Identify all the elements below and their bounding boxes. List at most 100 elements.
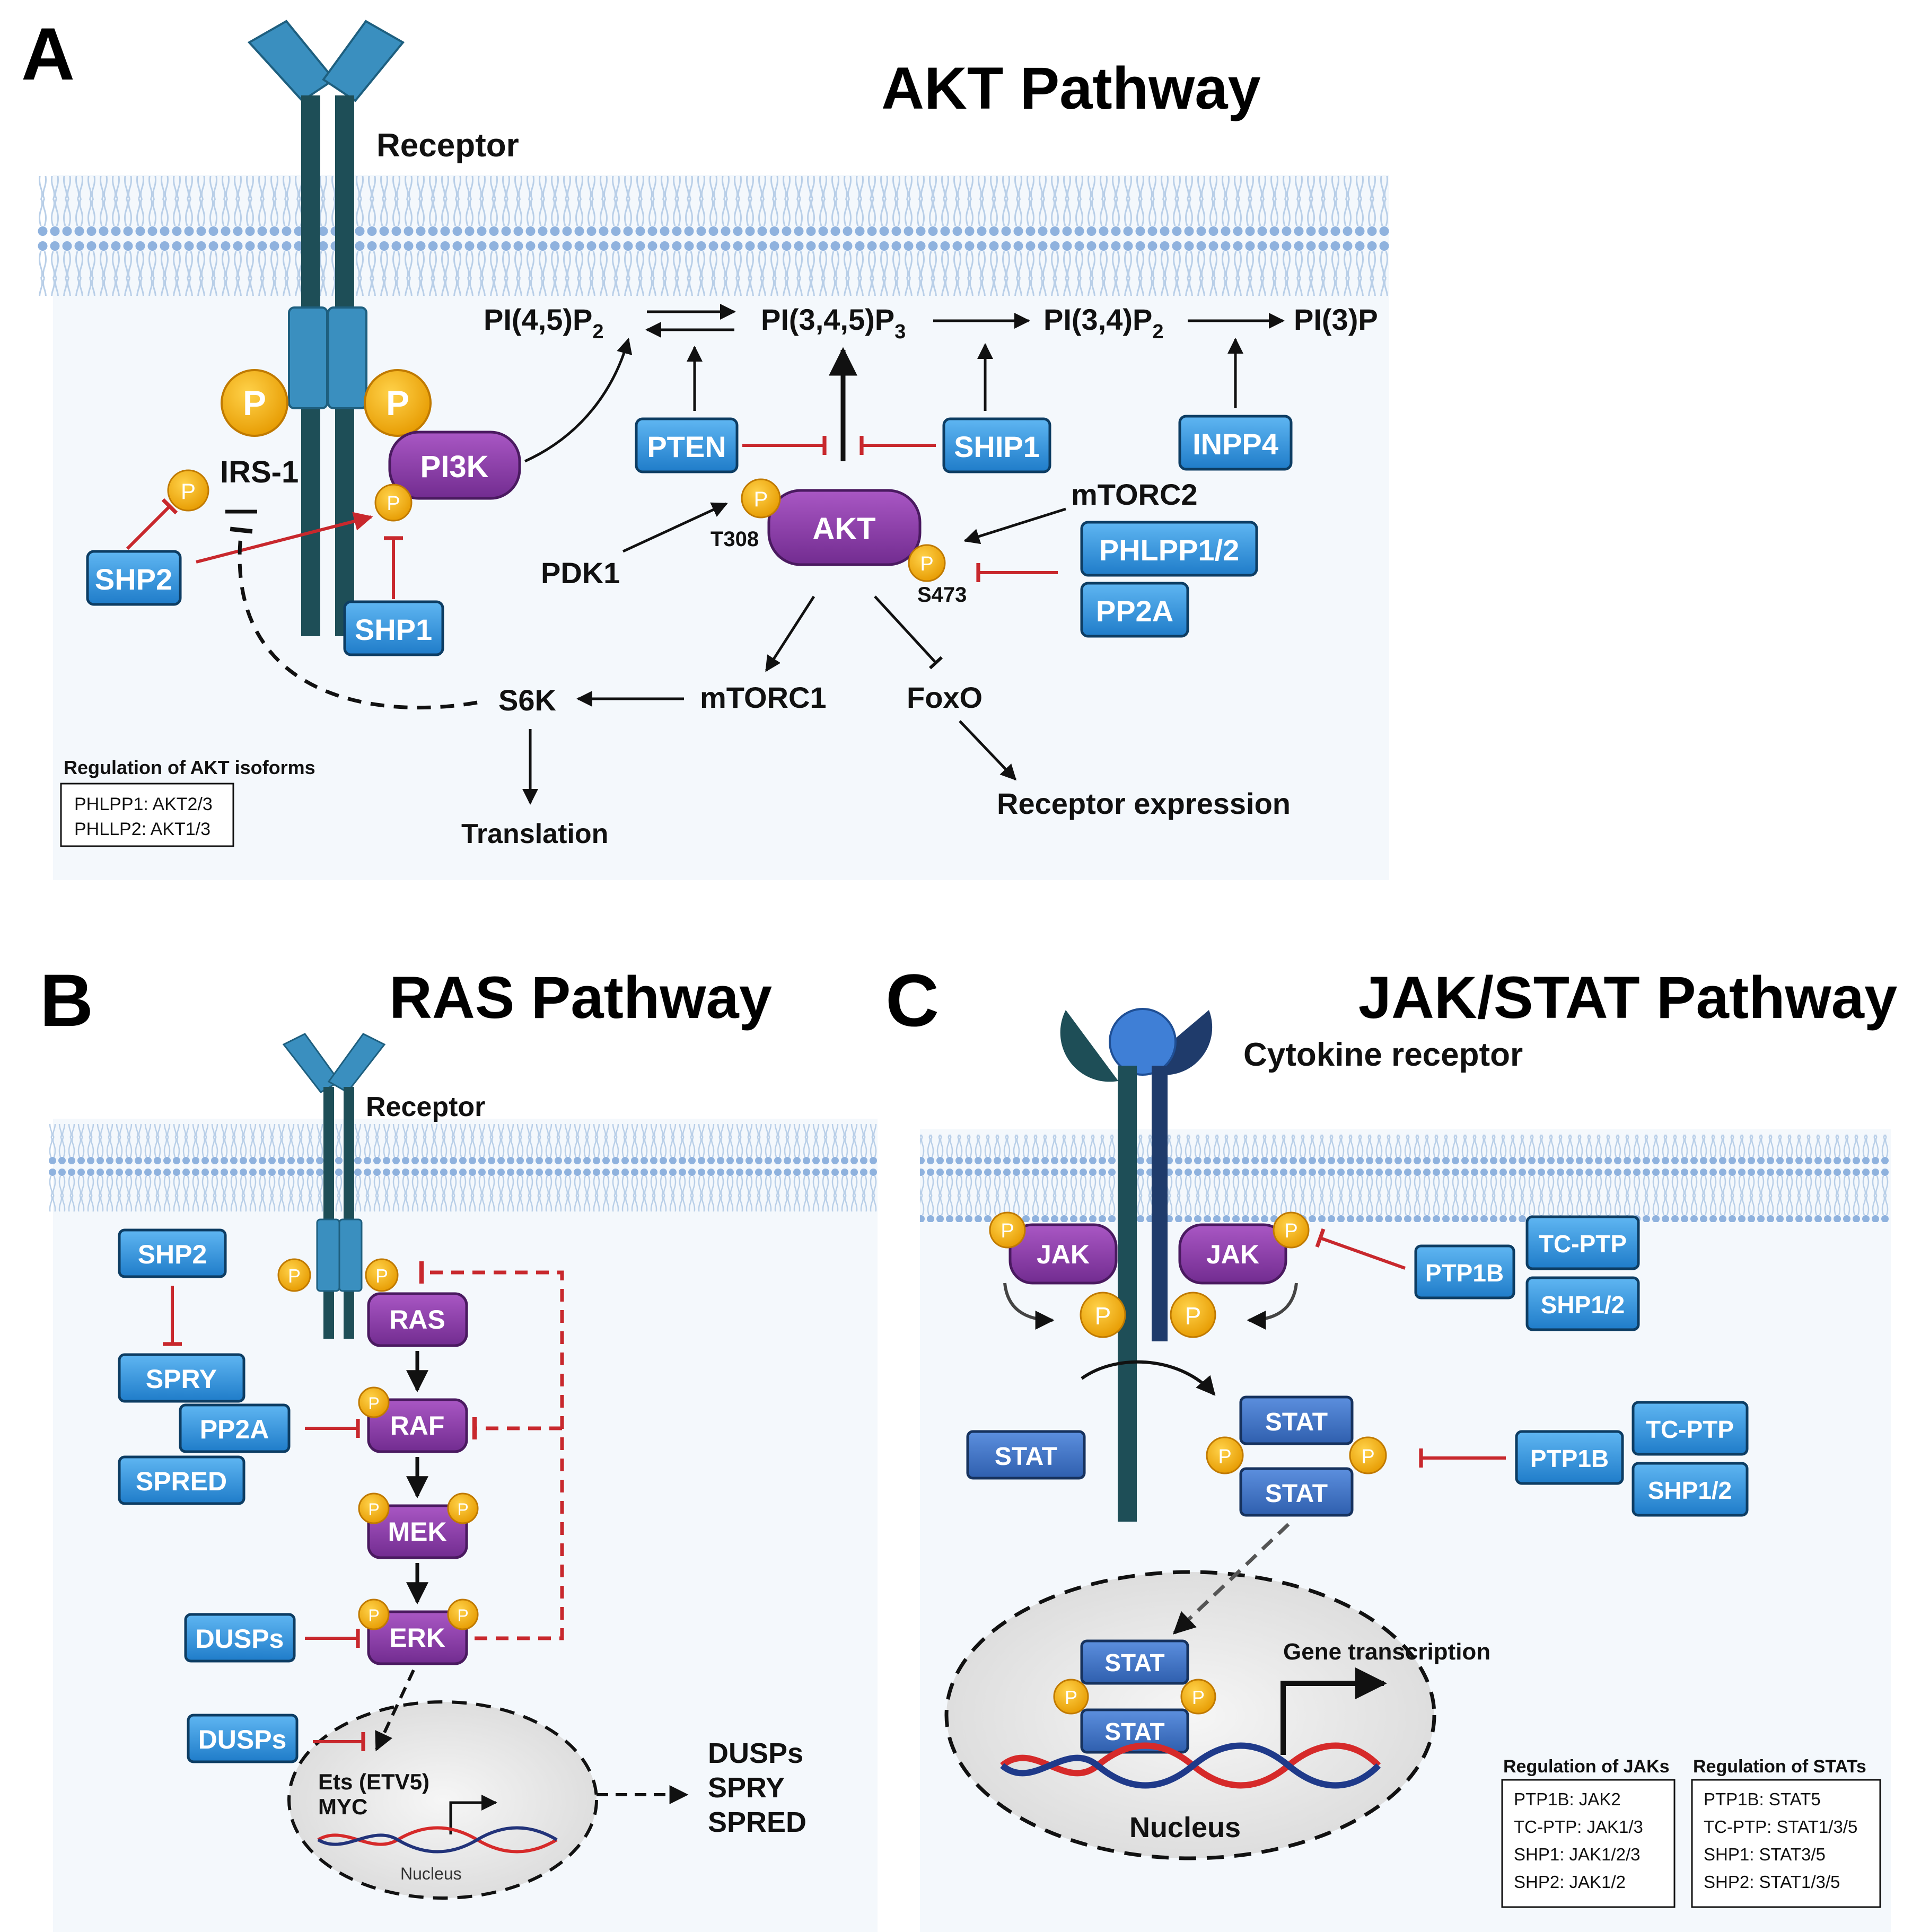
panel-a-receptor-phospho-left: P [221, 369, 288, 437]
svg-text:JAK: JAK [1037, 1240, 1090, 1269]
svg-text:DUSPs: DUSPs [198, 1725, 287, 1754]
svg-text:PTP1B: PTP1B [1425, 1259, 1504, 1287]
inpp4-box: INPP4 [1178, 415, 1293, 471]
svg-text:SHP2: JAK1/2: SHP2: JAK1/2 [1514, 1872, 1626, 1892]
panel-a-receptor [247, 20, 405, 636]
panel-b-pp2a-box: PP2A [179, 1403, 291, 1453]
svg-text:STAT: STAT [1104, 1718, 1164, 1745]
svg-text:TC-PTP: TC-PTP [1539, 1230, 1627, 1258]
panel-b-nucleus-label: Nucleus [400, 1864, 462, 1883]
jak-right-node: JAK [1178, 1223, 1287, 1285]
mek-phospho-left: P [358, 1492, 390, 1524]
stat-dimer-phospho-right: P [1349, 1436, 1387, 1474]
erk-negative-feedback [419, 1261, 564, 1640]
svg-text:P: P [368, 1394, 379, 1413]
svg-text:PTP1B: STAT5: PTP1B: STAT5 [1704, 1789, 1821, 1809]
stat-nucleus-bottom: STAT [1080, 1708, 1189, 1754]
target-dusps: DUSPs [708, 1737, 803, 1769]
panel-a-membrane [36, 176, 1389, 296]
cytokine-receptor-label: Cytokine receptor [1243, 1037, 1523, 1073]
pdk1-label: PDK1 [541, 556, 620, 590]
svg-text:P: P [375, 1265, 388, 1287]
svg-text:P: P [1065, 1687, 1077, 1708]
svg-text:SPRY: SPRY [146, 1364, 217, 1394]
gene-transcription-label: Gene transcription [1283, 1639, 1490, 1665]
svg-text:PTP1B: PTP1B [1530, 1445, 1609, 1472]
pi3k-phospho: P [374, 484, 413, 522]
pi34p2-label: PI(3,4)P2 [1043, 303, 1164, 343]
akt-node: AKT [767, 489, 922, 566]
svg-text:PHLPP1: AKT2/3: PHLPP1: AKT2/3 [74, 794, 213, 814]
svg-text:AKT: AKT [812, 512, 875, 546]
tcptp-stat-box: TC-PTP [1632, 1401, 1749, 1456]
svg-text:PI3K: PI3K [420, 450, 489, 484]
s473-label: S473 [917, 583, 967, 607]
panel-c-membrane [920, 1135, 1891, 1222]
foxo-to-receptor-expression-arrow [959, 720, 1017, 781]
panel-c-nucleus [944, 1570, 1436, 1860]
s6k-label: S6K [498, 683, 556, 717]
svg-text:P: P [457, 1606, 468, 1625]
svg-text:JAK: JAK [1206, 1240, 1259, 1269]
svg-text:P: P [1192, 1687, 1205, 1708]
panel-b-dusps-erk-box: DUSPs [184, 1613, 296, 1663]
svg-text:INPP4: INPP4 [1192, 427, 1278, 461]
jak-left-phosphorylation-arrow [1003, 1283, 1055, 1330]
panel-a-letter: A [21, 12, 75, 95]
svg-text:Regulation of STATs: Regulation of STATs [1693, 1757, 1866, 1777]
panel-a-pp2a-box: PP2A [1080, 582, 1189, 638]
panel-b-shp2-box: SHP2 [118, 1228, 227, 1278]
ship1-box: SHIP1 [942, 417, 1051, 473]
target-spry: SPRY [708, 1772, 785, 1804]
stat-dimer-top: STAT [1239, 1395, 1354, 1445]
stat-to-nucleus-arrow [1172, 1523, 1290, 1635]
erk-phospho-right: P [447, 1599, 479, 1630]
spred-box: SPRED [118, 1455, 245, 1505]
stat-nucleus-top: STAT [1080, 1639, 1189, 1685]
stat-nucleus-phospho-left: P [1053, 1679, 1089, 1715]
svg-text:SHIP1: SHIP1 [954, 430, 1040, 463]
svg-text:SHP1: STAT3/5: SHP1: STAT3/5 [1704, 1845, 1826, 1864]
pi3p-label: PI(3)P [1294, 303, 1378, 336]
svg-text:STAT: STAT [1265, 1480, 1328, 1508]
svg-text:SHP1: SHP1 [355, 613, 432, 646]
svg-text:SHP2: STAT1/3/5: SHP2: STAT1/3/5 [1704, 1872, 1840, 1892]
foxo-label: FoxO [907, 681, 983, 714]
panel-b-membrane [48, 1124, 878, 1211]
shp2-inhibits-irs1 [126, 498, 178, 550]
erk-phospho-left: P [358, 1599, 390, 1630]
panel-c: C JAK/STAT Pathway Cytokine receptor JAK… [885, 959, 1897, 1932]
svg-text:PI(3,4,5)P3: PI(3,4,5)P3 [761, 303, 906, 343]
tcptp-jak-box: TC-PTP [1525, 1215, 1640, 1270]
ptp1b-stat-box: PTP1B [1515, 1430, 1624, 1485]
pi3k-to-pip2-arrow [524, 338, 633, 463]
mtorc2-to-akt-arrow [963, 507, 1066, 545]
svg-text:PHLLP2: AKT1/3: PHLLP2: AKT1/3 [74, 819, 211, 839]
ptp1b-inhibits-jak [1315, 1228, 1406, 1270]
svg-text:SHP2: SHP2 [138, 1240, 207, 1269]
svg-text:P: P [754, 488, 768, 511]
panel-b-receptor-phospho-right: P [365, 1258, 399, 1292]
mtorc2-label: mTORC2 [1071, 478, 1198, 511]
svg-text:PHLPP1/2: PHLPP1/2 [1099, 533, 1240, 567]
gene-transcription-arrow [1280, 1667, 1387, 1755]
pdk1-to-akt-arrow [622, 502, 728, 553]
irs1-phospho: P [167, 469, 209, 512]
svg-text:PP2A: PP2A [1096, 594, 1173, 628]
akt-isoform-legend: Regulation of AKT isoforms PHLPP1: AKT2/… [60, 757, 315, 847]
panel-b-title: RAS Pathway [389, 964, 772, 1031]
pip2-label: PI(4,5)P2 [484, 303, 604, 343]
ras-node: RAS [367, 1292, 468, 1347]
s6k-feedback-dashed [230, 526, 478, 710]
jak-right-phosphorylation-arrow [1247, 1283, 1298, 1330]
jak-left-phospho: P [989, 1211, 1026, 1249]
translation-label: Translation [461, 819, 608, 849]
jak-left-node: JAK [1008, 1223, 1118, 1285]
svg-text:P: P [368, 1500, 379, 1519]
stat-dimer-phospho-left: P [1206, 1436, 1244, 1474]
stat-regulation-legend: Regulation of STATs PTP1B: STAT5 TC-PTP:… [1691, 1757, 1881, 1908]
pten-box: PTEN [635, 417, 739, 473]
panel-c-nucleus-label: Nucleus [1129, 1812, 1241, 1843]
receptor-to-stat-arrow [1081, 1360, 1216, 1396]
svg-text:MEK: MEK [388, 1517, 446, 1547]
